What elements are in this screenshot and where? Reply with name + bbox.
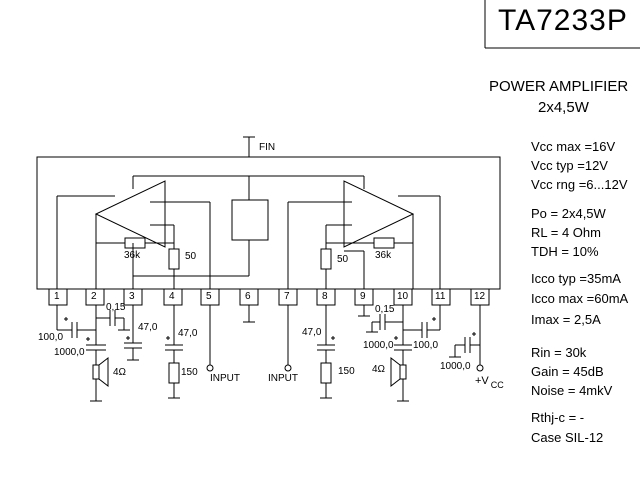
- label-c-1000-left: 1000,0: [54, 347, 85, 358]
- vcc-terminal: [476, 364, 484, 372]
- label-r-150-right: 150: [338, 366, 355, 377]
- label-c-100-right: 100,0: [413, 340, 439, 351]
- spec-row: Po = 2x4,5W: [531, 206, 606, 221]
- resistor-36k-left: [124, 237, 146, 249]
- label-r-fb-left: 36k: [124, 250, 141, 261]
- spec-row: TDH = 10%: [531, 244, 599, 259]
- spec-row: Imax = 2,5A: [531, 312, 601, 327]
- label-c-47-b: 47,0: [178, 328, 198, 339]
- label-spk-left: 4Ω: [113, 367, 127, 378]
- resistor-36k-right: [373, 237, 395, 249]
- pin-number: 5: [206, 291, 212, 302]
- spec-row: Case SIL-12: [531, 430, 604, 445]
- amplifier-left-triangle: [94, 180, 166, 248]
- pin-number: 10: [397, 291, 409, 302]
- label-c-47-a: 47,0: [138, 322, 158, 333]
- speaker-right-body: [399, 364, 407, 380]
- description-line-1: POWER AMPLIFIER: [489, 78, 629, 95]
- label-input-right: INPUT: [268, 373, 298, 384]
- resistor-150-right: [320, 362, 332, 384]
- spec-row: Icco max =60mA: [531, 291, 629, 306]
- input-terminal-left: [206, 364, 214, 372]
- label-c-100-left: 100,0: [38, 332, 64, 343]
- pin-number: 4: [169, 291, 175, 302]
- pin-number: 9: [360, 291, 366, 302]
- label-r-fb-right: 36k: [375, 250, 392, 261]
- label-c-47-c: 47,0: [302, 327, 322, 338]
- pin-number: 2: [91, 291, 97, 302]
- label-r-50-left: 50: [185, 251, 197, 262]
- spec-row: Vcc typ =12V: [531, 158, 608, 173]
- amplifier-right-triangle: [343, 180, 415, 248]
- polarity-marks: [64, 317, 476, 341]
- label-vcc-subscript: CC: [490, 380, 504, 390]
- spec-row: Icco typ =35mA: [531, 271, 621, 286]
- bias-block: [231, 199, 269, 241]
- speaker-left-body: [92, 364, 100, 380]
- input-terminal-right: [284, 364, 292, 372]
- speaker-right-cone: [390, 356, 401, 388]
- label-spk-right: 4Ω: [372, 364, 386, 375]
- pin-number: 7: [284, 291, 290, 302]
- label-c-1000-right: 1000,0: [363, 340, 394, 351]
- resistor-150-left: [168, 362, 180, 384]
- description-line-2: 2x4,5W: [538, 99, 589, 116]
- pin-number: 8: [322, 291, 328, 302]
- ic-body: [36, 156, 501, 290]
- pin-number: 1: [54, 291, 60, 302]
- spec-row: Noise = 4mkV: [531, 383, 613, 398]
- label-c-015-left: 0,15: [106, 302, 126, 313]
- part-number-title: TA7233P: [498, 4, 628, 37]
- pin-number: 11: [435, 291, 446, 302]
- resistor-50-left: [168, 248, 180, 270]
- spec-row: Vcc max =16V: [531, 139, 616, 154]
- resistor-50-right: [320, 248, 332, 270]
- pin-number: 6: [245, 291, 251, 302]
- pin-number: 3: [129, 291, 135, 302]
- spec-row: Vcc rng =6...12V: [531, 177, 628, 192]
- label-input-left: INPUT: [210, 373, 240, 384]
- spec-row: Rthj-c = -: [531, 410, 585, 425]
- spec-row: Rin = 30k: [531, 345, 587, 360]
- label-c-015-right: 0,15: [375, 304, 395, 315]
- fin-label: FIN: [259, 142, 276, 153]
- speaker-left-cone: [98, 356, 109, 388]
- spec-row: Gain = 45dB: [531, 364, 604, 379]
- pin-number: 12: [474, 291, 486, 302]
- label-r-50-right: 50: [337, 254, 349, 265]
- label-r-150-left: 150: [181, 367, 198, 378]
- spec-row: RL = 4 Ohm: [531, 225, 601, 240]
- label-c-1000-supply: 1000,0: [440, 361, 471, 372]
